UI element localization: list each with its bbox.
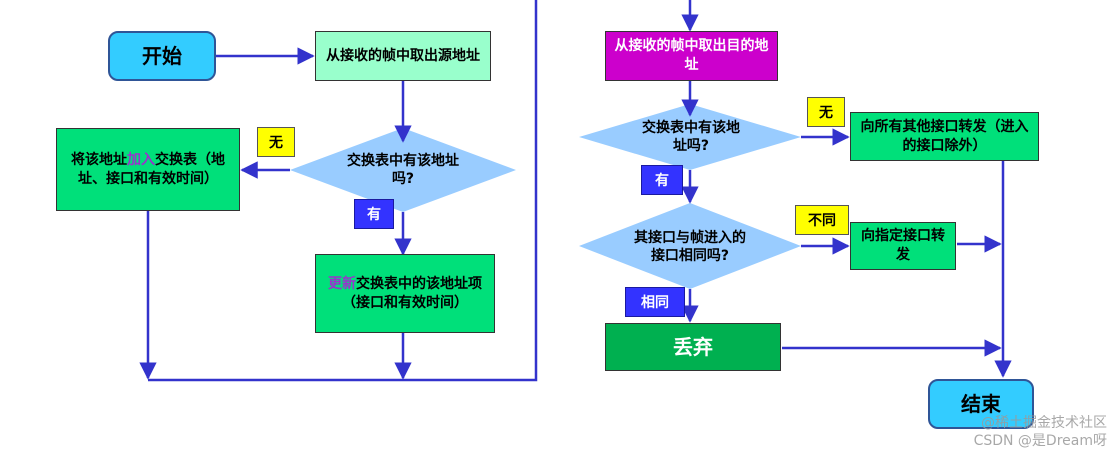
add-to-table-box: 将该地址加入交换表（地址、接口和有效时间）	[56, 128, 240, 211]
tag-right-same: 相同	[625, 287, 685, 317]
update-table-text: 更新交换表中的该地址项（接口和有效时间）	[328, 275, 482, 311]
decision-diamond-right-2	[579, 203, 801, 289]
update-highlight: 更新	[328, 275, 356, 292]
line-left-bus	[148, 0, 538, 382]
end-terminal: 结束	[928, 379, 1034, 429]
tag-left-no: 无	[257, 127, 295, 157]
watermark-2: CSDN @是Dream呀	[973, 433, 1107, 449]
decision-diamond-left	[290, 128, 516, 212]
tag-right-yes: 有	[641, 165, 683, 195]
watermark: @稀土掘金技术社区	[981, 415, 1107, 431]
extract-source-address-box: 从接收的帧中取出源地址	[315, 31, 491, 81]
discard-box: 丢弃	[605, 323, 781, 371]
decision-right2-text: 其接口与帧进入的接口相同吗?	[634, 229, 746, 264]
forward-box: 向指定接口转发	[850, 222, 956, 270]
add-to-table-text: 将该地址加入交换表（地址、接口和有效时间）	[71, 151, 225, 187]
tag-right-no: 无	[807, 97, 845, 127]
decision-left-text: 交换表中有该地址吗?	[347, 152, 459, 187]
flood-box: 向所有其他接口转发（进入的接口除外）	[850, 112, 1039, 161]
start-terminal: 开始	[108, 31, 216, 81]
tag-left-yes: 有	[354, 199, 394, 229]
decision-right1-text: 交换表中有该地址吗?	[642, 119, 740, 154]
decision-diamond-right-1	[579, 104, 801, 170]
update-table-box: 更新交换表中的该地址项（接口和有效时间）	[315, 254, 495, 333]
tag-right-diff: 不同	[795, 205, 849, 235]
extract-dest-address-box: 从接收的帧中取出目的地址	[605, 31, 778, 81]
add-highlight: 加入	[127, 151, 155, 168]
